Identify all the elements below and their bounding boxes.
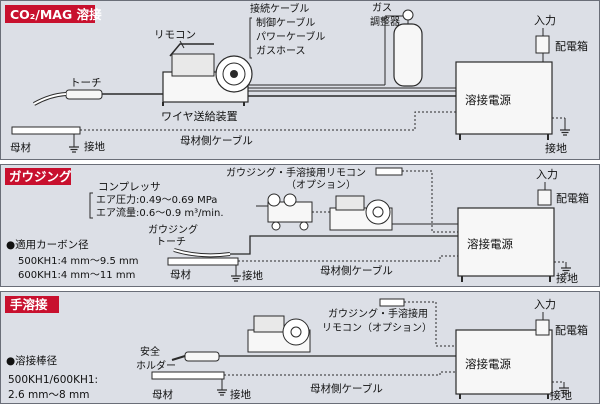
air-flow-text: エア流量:0.6～0.9 m³/min. — [96, 206, 224, 219]
base-metal-cable-label: 母材側ケーブル — [320, 264, 393, 277]
panel-co2-mag: CO₂/MAG 溶接 溶接電源 入力 配電箱 接地 ガス 調整器 — [0, 0, 600, 160]
base-metal-plate — [167, 257, 239, 266]
distribution-box-label: 配電箱 — [555, 323, 588, 337]
remote-option-note: リモコン（オプション） — [322, 322, 432, 334]
power-input-label: 入力 — [534, 298, 556, 311]
base-metal-plate — [151, 371, 225, 380]
remote-control-icon — [375, 167, 403, 176]
power-input-label: 入力 — [534, 14, 556, 27]
compressor-title: コンプレッサ — [98, 181, 161, 193]
base-metal-label: 母材 — [170, 268, 191, 281]
rod-line-1: 500KH1/600KH1: — [8, 374, 98, 386]
section-badge — [5, 5, 95, 23]
gas-label: ガス — [372, 2, 392, 14]
section-badge-label: CO₂/MAG 溶接 — [10, 7, 102, 22]
gouging-torch-label: ガウジング — [148, 223, 198, 236]
base-metal-plate — [11, 126, 81, 135]
power-source-label: 溶接電源 — [465, 357, 511, 371]
panel-manual-welding: 手溶接 溶接電源 入力 配電箱 接地 ガウジング・手溶接用 リモコン（オプション… — [0, 291, 600, 404]
air-pressure-text: エア圧力:0.49～0.69 MPa — [96, 193, 217, 206]
welding-unit-icon — [247, 315, 311, 353]
ground-label-right: 接地 — [550, 389, 572, 402]
remote-option-label: ガウジング・手溶接用 — [328, 307, 428, 320]
section-badge — [5, 296, 59, 313]
remote-option-label: ガウジング・手溶接用リモコン — [226, 166, 366, 179]
connection-cable-label: 接続ケーブル — [250, 2, 309, 15]
distribution-box-label: 配電箱 — [555, 39, 588, 53]
base-metal-label: 母材 — [152, 388, 173, 401]
gas-hose-label: ガスホース — [256, 45, 306, 57]
ground-label-right: 接地 — [556, 272, 578, 285]
remote-option-note: （オプション） — [286, 179, 356, 191]
power-source-box — [457, 207, 555, 277]
base-metal-cable-label: 母材側ケーブル — [180, 134, 253, 147]
panel-gouging: ガウジング 溶接電源 入力 配電箱 接地 ガウジング・手溶接用リモコン （オプシ… — [0, 164, 600, 287]
rod-title: ●溶接棒径 — [6, 354, 58, 367]
power-source-label: 溶接電源 — [467, 237, 513, 251]
power-source-box — [455, 61, 553, 135]
ground-label-left: 接地 — [242, 269, 263, 282]
ground-label-left: 接地 — [84, 140, 105, 153]
power-cable-label: パワーケーブル — [256, 30, 325, 43]
power-source-box — [455, 329, 553, 395]
carbon-title: ●適用カーボン径 — [6, 238, 89, 251]
control-cable-label: 制御ケーブル — [256, 16, 315, 29]
holder-label: 安全 — [140, 345, 160, 358]
distribution-box-label: 配電箱 — [556, 191, 589, 205]
remote-label: リモコン — [154, 29, 196, 41]
wire-feeder-label: ワイヤ送給装置 — [161, 109, 238, 123]
compressor-icon — [267, 193, 313, 231]
ground-label-left: 接地 — [230, 388, 251, 401]
gas-cylinder-icon — [393, 9, 423, 87]
distribution-box-icon — [535, 319, 550, 336]
distribution-box-icon — [537, 189, 552, 206]
gouging-torch-icon — [173, 248, 231, 258]
carbon-line-2: 600KH1:4 mm～11 mm — [18, 270, 135, 281]
base-metal-cable-label: 母材側ケーブル — [310, 382, 383, 395]
holder-label-2: ホルダー — [136, 359, 176, 372]
section-badge — [5, 168, 71, 185]
gouging-unit-icon — [329, 195, 393, 231]
section-badge-label: ガウジング — [9, 169, 72, 184]
gouging-torch-label-2: トーチ — [156, 236, 186, 248]
ground-label-right: 接地 — [545, 142, 567, 155]
power-input-label: 入力 — [536, 168, 558, 181]
wire-feeder-icon — [162, 43, 253, 106]
section-badge-label: 手溶接 — [10, 297, 48, 312]
carbon-line-1: 500KH1:4 mm～9.5 mm — [18, 256, 138, 267]
power-source-label: 溶接電源 — [465, 93, 511, 107]
distribution-box-icon — [535, 35, 550, 54]
rod-line-2: 2.6 mm～8 mm — [8, 389, 89, 401]
base-metal-label: 母材 — [10, 141, 31, 154]
torch-label: トーチ — [70, 77, 102, 89]
remote-control-icon — [379, 298, 405, 307]
